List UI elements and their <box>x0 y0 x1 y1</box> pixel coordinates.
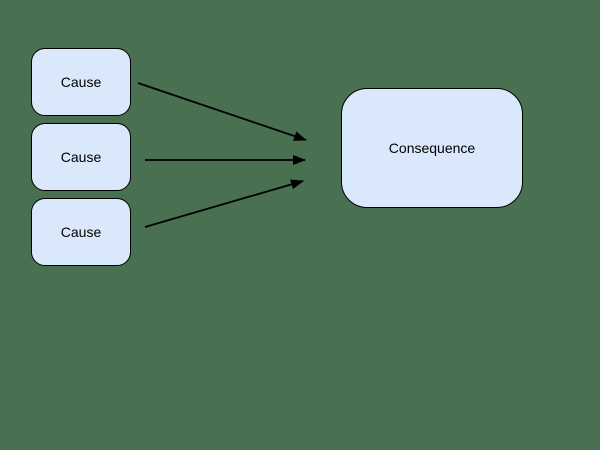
node-cause-3: Cause <box>31 198 131 266</box>
edge-cause-1-to-consequence <box>137 82 307 141</box>
node-cause-1-label: Cause <box>60 73 102 90</box>
node-cause-1: Cause <box>31 48 131 116</box>
node-cause-2: Cause <box>31 123 131 191</box>
node-consequence: Consequence <box>341 88 523 208</box>
node-consequence-label: Consequence <box>388 139 476 156</box>
node-cause-3-label: Cause <box>60 223 102 240</box>
edge-cause-3-to-consequence <box>144 179 304 228</box>
node-cause-2-label: Cause <box>60 148 102 165</box>
